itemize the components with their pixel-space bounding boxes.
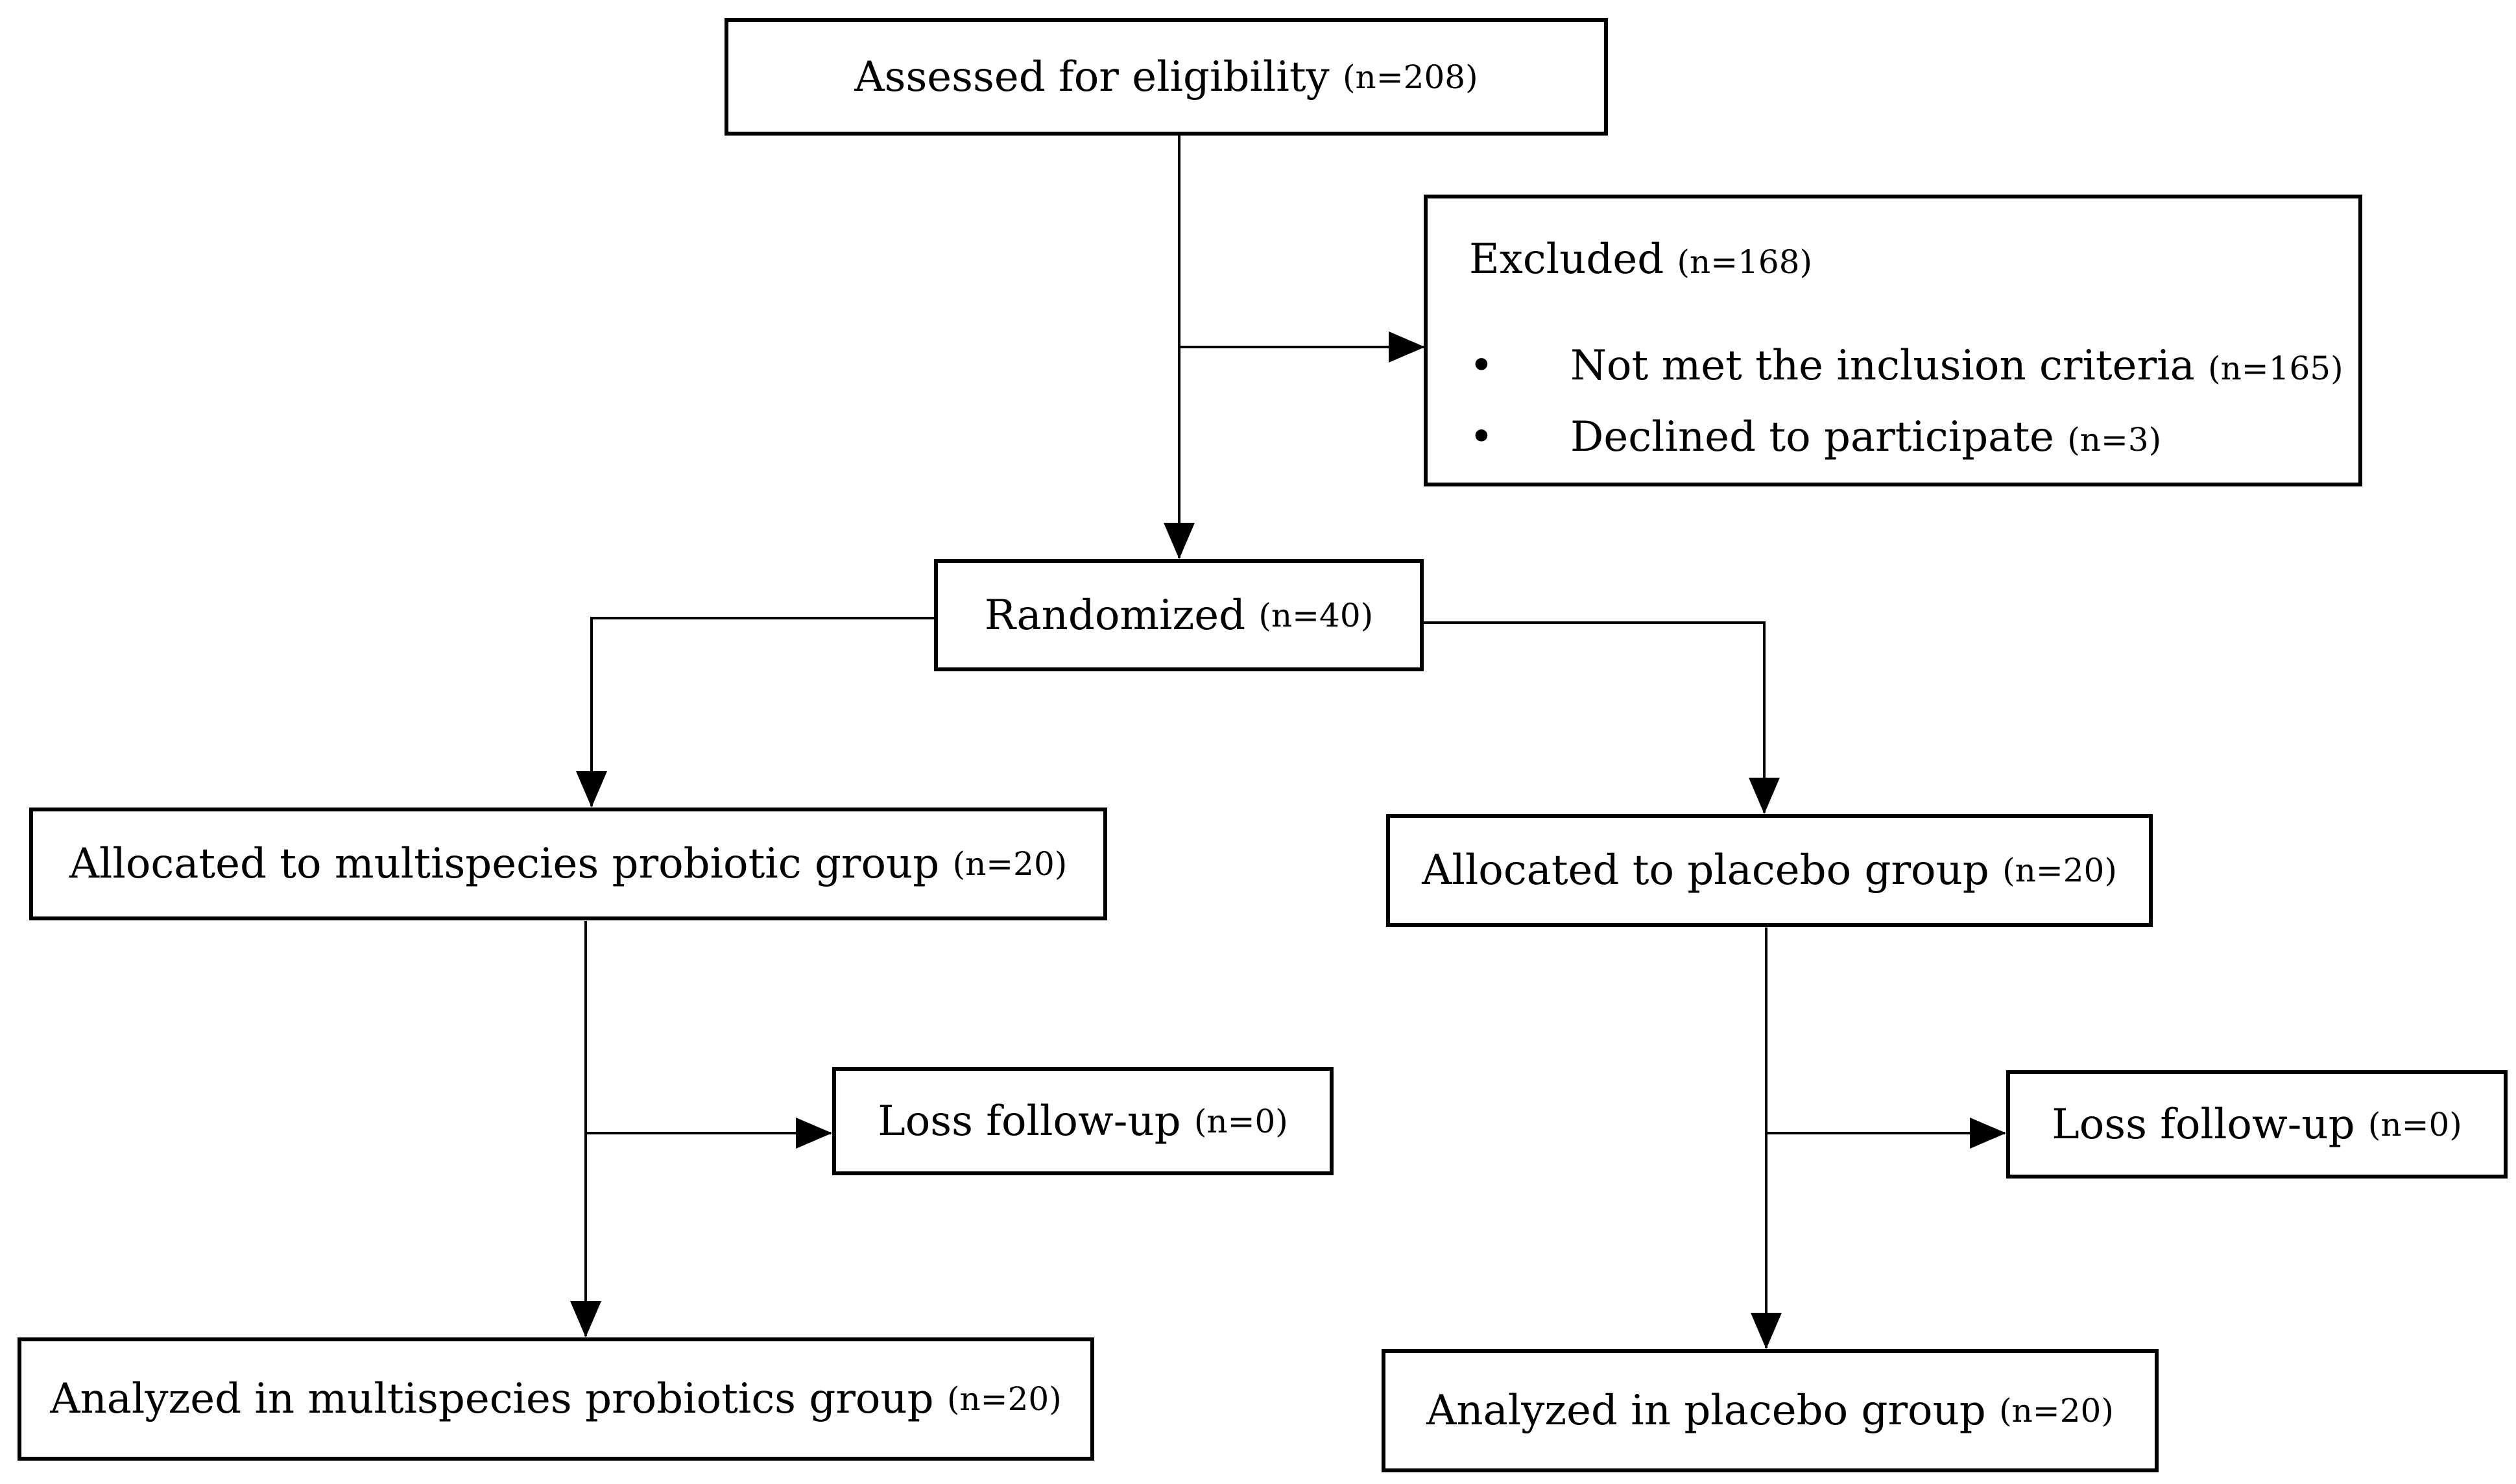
arrow-randomized-to-probiotic	[576, 617, 934, 808]
exclusion-reason-label: Declined to participate	[1570, 413, 2054, 461]
arrow-randomized-to-placebo	[1424, 621, 1780, 814]
exclusion-reason: • Not met the inclusion criteria (n=165)	[1469, 345, 2358, 387]
analyzed-probiotic-label: Analyzed in multispecies probiotics grou…	[50, 1375, 934, 1423]
exclusion-reason-count: (n=165)	[2208, 350, 2343, 387]
excluded-label: Excluded	[1469, 235, 1664, 283]
excluded-count: (n=168)	[1677, 243, 1813, 281]
allocated-placebo-label: Allocated to placebo group	[1422, 846, 1989, 894]
allocated-probiotic-label: Allocated to multispecies probiotic grou…	[69, 840, 940, 888]
analyzed-placebo-box: Analyzed in placebo group (n=20)	[1382, 1349, 2159, 1472]
analyzed-placebo-label: Analyzed in placebo group	[1426, 1387, 1986, 1435]
loss-followup-placebo-label: Loss follow-up	[2052, 1100, 2355, 1149]
analyzed-placebo-count: (n=20)	[1999, 1392, 2114, 1430]
exclusion-reason: • Declined to participate (n=3)	[1469, 413, 2358, 461]
exclusion-reason-label: Not met the inclusion criteria	[1570, 342, 2195, 390]
bullet-icon: •	[1469, 342, 1494, 390]
allocated-placebo-box: Allocated to placebo group (n=20)	[1386, 814, 2153, 927]
loss-followup-placebo-count: (n=0)	[2367, 1105, 2462, 1143]
allocated-probiotic-count: (n=20)	[952, 845, 1068, 883]
loss-followup-placebo-box: Loss follow-up (n=0)	[2006, 1070, 2508, 1179]
excluded-box: Excluded (n=168) • Not met the inclusion…	[1424, 195, 2362, 486]
loss-followup-probiotic-box: Loss follow-up (n=0)	[832, 1067, 1334, 1175]
randomized-count: (n=40)	[1258, 596, 1374, 634]
randomized-label: Randomized	[984, 591, 1246, 640]
exclusion-reason-count: (n=3)	[2067, 421, 2162, 459]
allocated-placebo-count: (n=20)	[2002, 852, 2117, 889]
allocated-probiotic-box: Allocated to multispecies probiotic grou…	[29, 808, 1107, 920]
bullet-icon: •	[1469, 413, 1494, 461]
assessed-count: (n=208)	[1343, 58, 1478, 96]
loss-followup-probiotic-count: (n=0)	[1193, 1102, 1288, 1140]
analyzed-probiotic-box: Analyzed in multispecies probiotics grou…	[18, 1337, 1094, 1461]
loss-followup-probiotic-label: Loss follow-up	[878, 1097, 1181, 1145]
exclusion-reasons-list: • Not met the inclusion criteria (n=165)…	[1469, 345, 2358, 461]
assessed-label: Assessed for eligibility	[854, 53, 1330, 101]
analyzed-probiotic-count: (n=20)	[946, 1380, 1062, 1418]
assessed-box: Assessed for eligibility (n=208)	[725, 18, 1608, 136]
randomized-box: Randomized (n=40)	[934, 559, 1424, 671]
